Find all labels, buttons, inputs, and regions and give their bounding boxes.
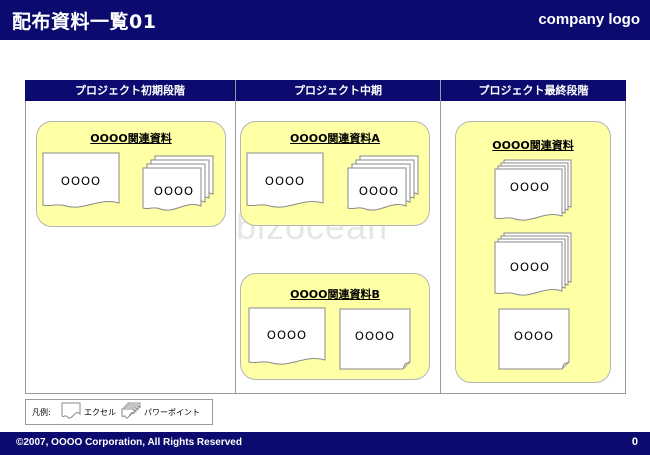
excel-document-icon bbox=[248, 307, 326, 365]
page-title: 配布資料一覧01 bbox=[12, 11, 157, 33]
excel-document[interactable]: OOOO bbox=[246, 152, 324, 209]
document-label: OOOO bbox=[509, 180, 551, 194]
legend-excel-label: エクセル bbox=[84, 408, 116, 417]
excel-document[interactable]: OOOO bbox=[494, 159, 572, 222]
word-document[interactable]: OOOO bbox=[498, 308, 570, 370]
page-number: 0 bbox=[631, 436, 638, 448]
document-label: OOOO bbox=[266, 328, 308, 342]
word-document-icon bbox=[498, 308, 570, 370]
header-bar: 配布資料一覧01 company logo bbox=[0, 0, 650, 40]
document-label: OOOO bbox=[153, 184, 195, 198]
phase-header-middle: プロジェクト中期 bbox=[236, 80, 440, 101]
excel-document-icon bbox=[494, 159, 572, 221]
document-label: OOOO bbox=[513, 329, 555, 343]
column-divider bbox=[440, 80, 441, 394]
document-label: OOOO bbox=[358, 184, 400, 198]
phase-header-early: プロジェクト初期段階 bbox=[25, 80, 235, 101]
excel-document[interactable]: OOOO bbox=[42, 152, 120, 209]
excel-document[interactable]: OOOO bbox=[248, 307, 326, 366]
powerpoint-document-icon bbox=[142, 155, 214, 211]
copyright-text: ©2007, OOOO Corporation, All Rights Rese… bbox=[16, 437, 242, 448]
powerpoint-document-icon bbox=[347, 155, 419, 211]
phase-header-final: プロジェクト最終段階 bbox=[441, 80, 626, 101]
document-label: OOOO bbox=[264, 174, 306, 188]
excel-document-icon bbox=[42, 152, 120, 208]
legend-powerpoint-label: パワーポイント bbox=[144, 408, 200, 417]
group-title: OOOO関連資料B bbox=[290, 288, 380, 301]
group-title: OOOO関連資料 bbox=[90, 132, 172, 145]
excel-document-icon bbox=[246, 152, 324, 208]
word-document[interactable]: OOOO bbox=[339, 308, 411, 370]
document-label: OOOO bbox=[509, 260, 551, 274]
column-divider bbox=[235, 80, 236, 394]
word-document-icon bbox=[339, 308, 411, 370]
group-title: OOOO関連資料A bbox=[290, 132, 380, 145]
document-label: OOOO bbox=[354, 329, 396, 343]
legend-powerpoint-icon bbox=[121, 402, 141, 420]
company-logo: company logo bbox=[538, 11, 640, 28]
legend-excel-icon bbox=[61, 402, 81, 420]
legend-prefix: 凡例: bbox=[32, 408, 51, 417]
group-title: OOOO関連資料 bbox=[492, 139, 574, 152]
legend: 凡例: エクセル パワーポイント bbox=[25, 399, 213, 425]
powerpoint-document[interactable]: OOOO bbox=[142, 155, 214, 212]
document-label: OOOO bbox=[60, 174, 102, 188]
powerpoint-document-icon bbox=[494, 232, 572, 296]
powerpoint-document[interactable]: OOOO bbox=[494, 232, 572, 297]
footer-bar: ©2007, OOOO Corporation, All Rights Rese… bbox=[0, 432, 650, 455]
powerpoint-document[interactable]: OOOO bbox=[347, 155, 419, 212]
